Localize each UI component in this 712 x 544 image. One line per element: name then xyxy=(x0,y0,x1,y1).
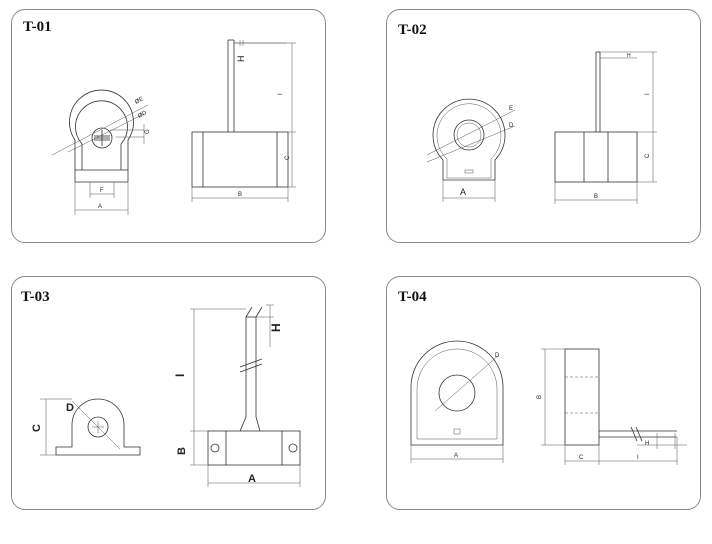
t03-label-d: D xyxy=(66,402,74,414)
panel-title: T-01 xyxy=(23,19,52,35)
t02-body-outline xyxy=(432,98,506,181)
t02-label-h: H xyxy=(627,53,631,59)
t04-body-outline xyxy=(410,340,504,446)
t02-label-i: I xyxy=(645,93,651,95)
t03-label-b: B xyxy=(176,447,188,455)
t03-label-a: A xyxy=(248,473,256,485)
t04-side-body xyxy=(564,348,600,446)
t04-label-c: C xyxy=(579,455,584,461)
panel-t02: T-02 E D A H I C B xyxy=(386,9,701,243)
t03-side-body xyxy=(207,430,301,466)
t01-label-d: ØD xyxy=(137,110,148,120)
t02-label-e: E xyxy=(509,106,513,112)
panel-title: T-03 xyxy=(21,289,50,305)
t02-label-b: B xyxy=(594,194,598,200)
t03-label-c: C xyxy=(31,424,43,432)
t04-drawing: D A B H C I xyxy=(410,340,687,465)
t03-label-i: I xyxy=(173,374,187,377)
t01-label-f: F xyxy=(100,188,104,194)
t02-label-d: D xyxy=(509,123,514,129)
t01-label-c: C xyxy=(285,155,291,160)
t03-window xyxy=(87,416,109,438)
t02-label-c: C xyxy=(645,153,651,158)
t04-window xyxy=(438,374,476,412)
panel-title: T-02 xyxy=(398,22,427,38)
t01-body-outline xyxy=(69,89,134,170)
t01-label-i: I xyxy=(278,93,284,95)
t04-label-i: I xyxy=(637,455,639,461)
t01-label-h: H xyxy=(236,56,246,63)
panel-title: T-04 xyxy=(398,289,427,305)
panel-t04: T-04 D A B H C I xyxy=(386,276,701,510)
t01-label-e: ØE xyxy=(134,96,144,105)
t01-label-b: B xyxy=(238,192,242,198)
t02-window xyxy=(453,119,485,151)
t02-side-body xyxy=(554,131,638,183)
t04-label-a: A xyxy=(454,453,458,459)
t01-screw xyxy=(91,127,113,149)
panel-t03: T-03 D C H I B A xyxy=(11,276,326,510)
t03-cable xyxy=(239,306,263,432)
t04-label-h: H xyxy=(645,441,649,447)
t03-drawing: D C H I B A xyxy=(31,304,301,487)
t01-label-a: A xyxy=(98,204,102,210)
t03-body-outline xyxy=(55,398,141,456)
t03-label-h: H xyxy=(269,323,283,332)
t02-label-a: A xyxy=(460,187,466,197)
t01-drawing: ØE ØD G F A H I C B xyxy=(51,39,296,215)
t04-label-d: D xyxy=(495,353,500,359)
t04-label-b: B xyxy=(537,395,543,399)
t01-label-g: G xyxy=(145,129,151,134)
panel-t01: T-01 ØE ØD G F A H xyxy=(11,9,326,243)
t02-drawing: E D A H I C B xyxy=(426,51,657,204)
t01-side-body xyxy=(191,131,289,188)
